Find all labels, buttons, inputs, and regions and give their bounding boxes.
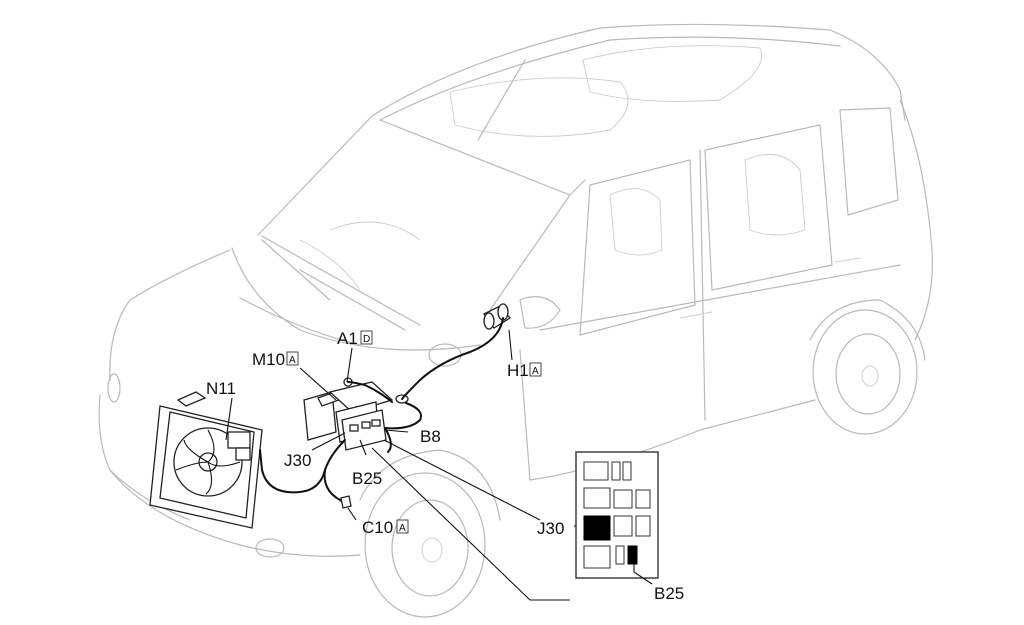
fuse-slot	[615, 545, 625, 565]
fuse-b25-highlight	[627, 545, 638, 565]
fuse-slot	[611, 461, 621, 481]
label-h1: H1	[507, 361, 529, 380]
engine-bay-module	[303, 377, 409, 451]
fuse-box-inset	[575, 451, 659, 585]
label-b8: B8	[420, 427, 441, 446]
badge-c10: A	[399, 523, 406, 534]
label-inset-j30: J30	[537, 519, 564, 538]
fuse-slot	[635, 489, 651, 509]
leader-lines	[225, 329, 584, 601]
fuse-slot	[635, 515, 651, 537]
label-a1: A1	[337, 329, 358, 348]
badge-m10-box	[286, 351, 299, 366]
badge-h1: A	[532, 366, 539, 377]
fuse-slot	[583, 487, 611, 509]
label-j30: J30	[284, 451, 311, 470]
fuse-slot	[613, 489, 633, 509]
fuse-slot	[583, 545, 611, 569]
badge-a1-box	[360, 330, 373, 345]
car-body-outline	[98, 23, 933, 618]
badge-c10-box	[396, 519, 409, 534]
badge-a1: D	[363, 334, 370, 345]
fuse-slot	[613, 515, 633, 537]
fuse-slot	[622, 461, 632, 481]
badge-h1-box	[529, 362, 542, 377]
badge-m10: A	[289, 355, 296, 366]
label-b25: B25	[352, 469, 382, 488]
fuse-slot	[583, 461, 609, 481]
h1-component	[483, 303, 511, 330]
component-labels: A1 D M10 A N11 H1 A B8 J30 B25 C10 A J30…	[206, 329, 684, 603]
label-inset-b25: B25	[654, 584, 684, 603]
label-c10: C10	[362, 518, 393, 537]
c10-connector	[340, 495, 352, 509]
label-n11: N11	[206, 379, 236, 398]
wiring-harness	[259, 317, 504, 504]
fuse-j30-highlight	[583, 515, 611, 541]
label-m10: M10	[252, 350, 285, 369]
radiator-fan-assembly	[149, 391, 263, 529]
